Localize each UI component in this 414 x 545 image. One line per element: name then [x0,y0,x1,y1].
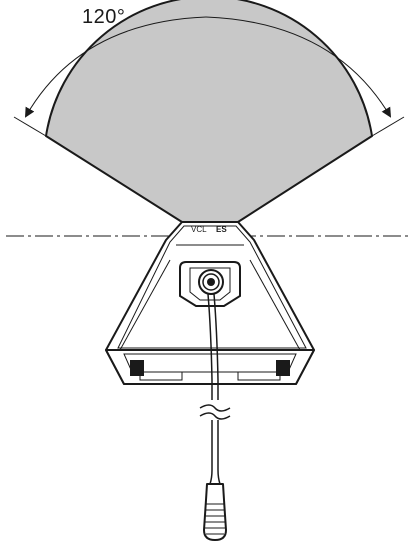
extension-line-right [371,116,405,137]
model-logo-text: ES [216,225,227,234]
socket-middle-ring [202,273,220,291]
gooseneck-lower [209,420,221,485]
angle-arc-right [205,16,392,118]
angle-arc-left [25,16,207,118]
base-front-left-pad [130,360,144,376]
socket-inner-ring [207,278,215,286]
gooseneck-break-bottom [199,412,231,420]
pickup-area-sector [45,0,373,223]
socket-recess-inner [189,267,231,301]
base-front-face [105,349,315,385]
brand-logo-text: VCL [191,225,207,234]
extension-line-left [13,116,47,137]
gooseneck-break-top [199,404,231,412]
base-facet-line-left [119,259,171,351]
pickup-angle-label: 120° [82,6,126,28]
base-unit-inner-contour [117,225,307,349]
microphone-capsule [203,483,227,541]
gooseneck-stem [207,293,219,400]
base-facet-line-right [249,259,301,351]
base-front-right-pad [276,360,290,376]
